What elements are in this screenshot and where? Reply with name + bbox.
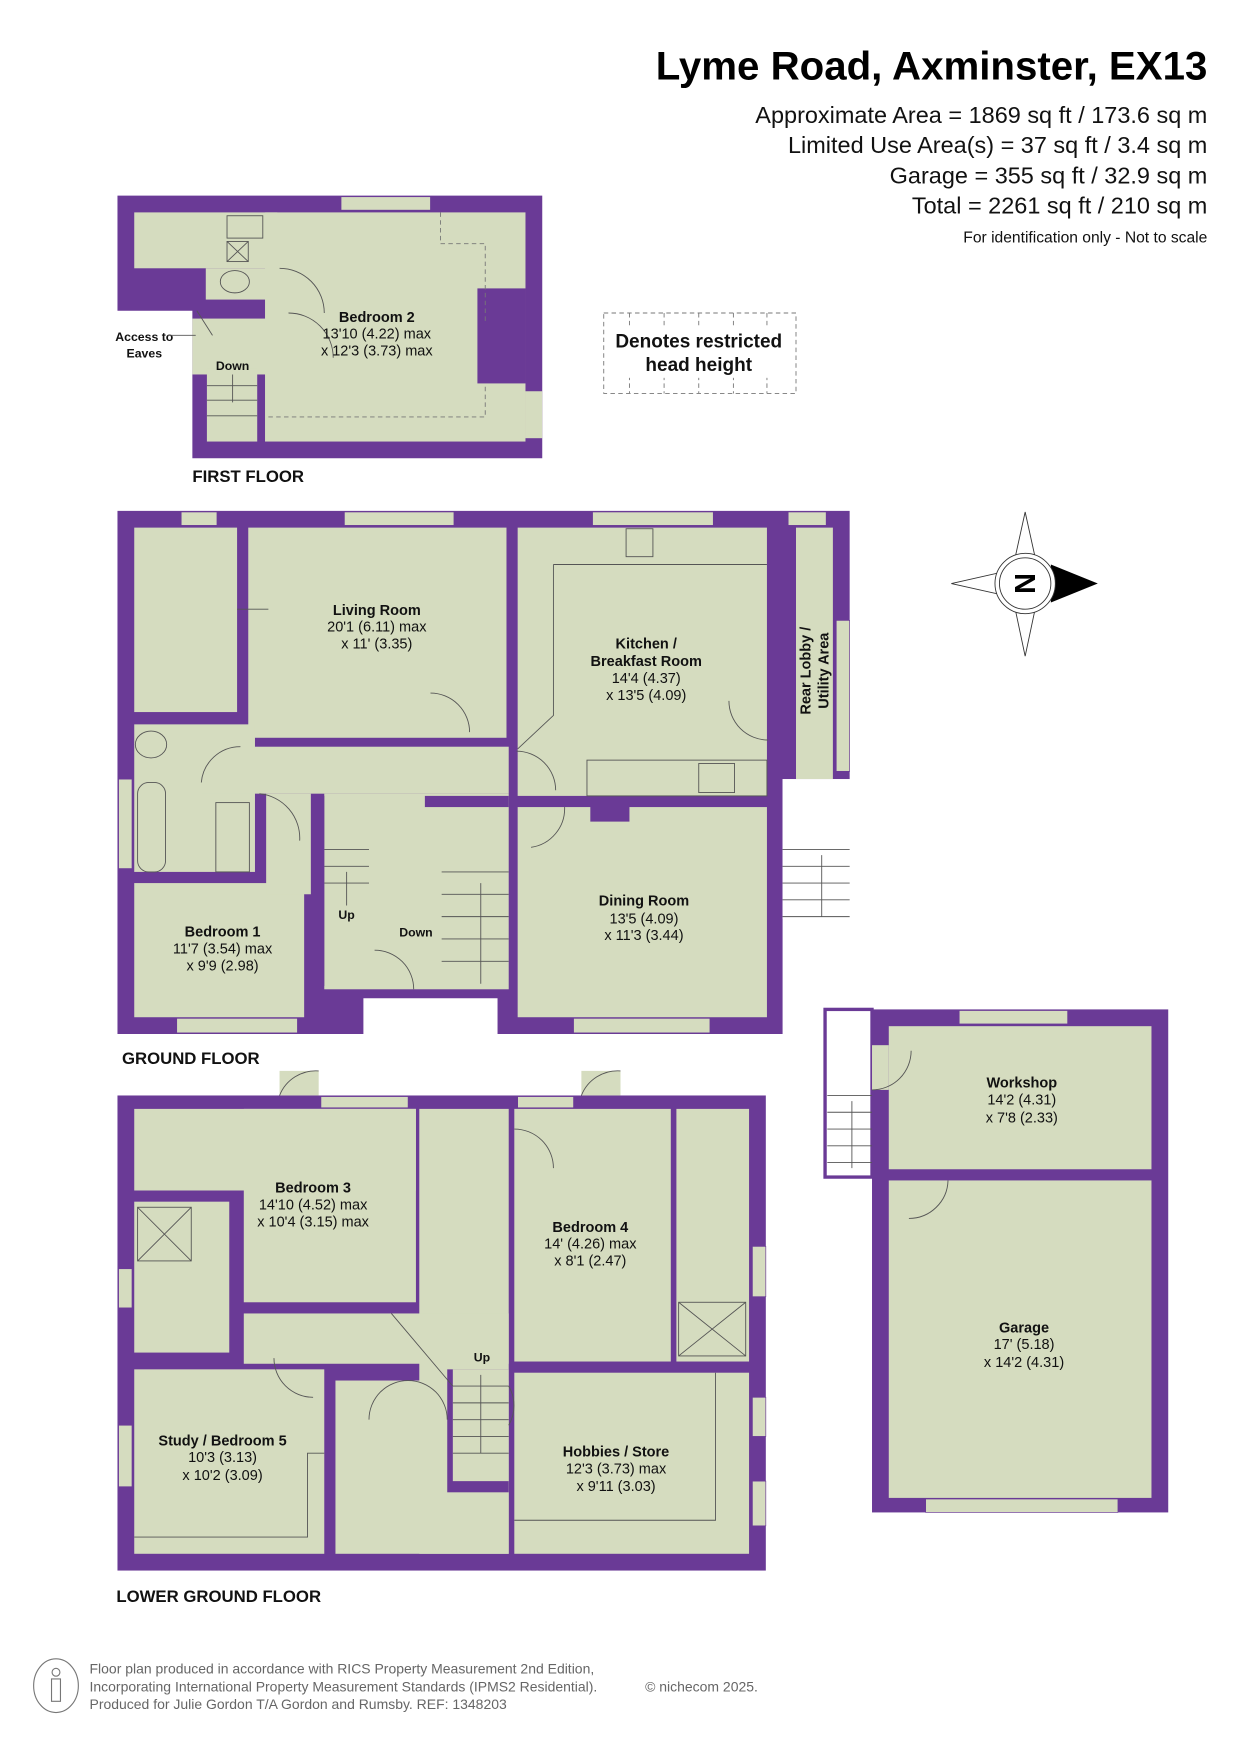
stair-down-label: Down (216, 359, 249, 373)
room-name-living-room: Living Room (333, 603, 421, 619)
total-area: Total = 2261 sq ft / 210 sq m (912, 193, 1207, 219)
room-dim-living-room-b: x 11' (3.35) (341, 636, 412, 652)
limited-use-area: Limited Use Area(s) = 37 sq ft / 3.4 sq … (788, 132, 1207, 158)
footer: Floor plan produced in accordance with R… (33, 1658, 758, 1714)
room-dim-workshop-a: 14'2 (4.31) (987, 1092, 1056, 1108)
stair-down-label: Down (399, 926, 432, 940)
room-name-bedroom-1: Bedroom 1 (185, 925, 261, 941)
footer-line-3: Produced for Julie Gordon T/A Gordon and… (90, 1696, 507, 1712)
room-name-rear-lobby-2: Utility Area (816, 632, 832, 709)
floor-label-first: FIRST FLOOR (192, 467, 304, 486)
floor-label-ground: GROUND FLOOR (122, 1049, 260, 1068)
compass-icon: N (951, 511, 1098, 657)
room-dim-study-b: x 10'2 (3.09) (182, 1468, 262, 1484)
room-dim-garage-b: x 14'2 (4.31) (984, 1355, 1064, 1371)
room-dim-hobbies-b: x 9'11 (3.03) (576, 1479, 655, 1495)
room-name-dining-room: Dining Room (599, 893, 689, 909)
floor-label-lower-ground: LOWER GROUND FLOOR (116, 1587, 321, 1606)
room-dim-study-a: 10'3 (3.13) (188, 1450, 257, 1466)
room-name-garage: Garage (999, 1320, 1049, 1336)
person-icon (33, 1658, 79, 1714)
room-dim-bedroom-3-b: x 10'4 (3.15) max (257, 1214, 369, 1230)
room-name-study: Study / Bedroom 5 (158, 1433, 286, 1449)
room-dim-dining-room-a: 13'5 (4.09) (609, 911, 678, 927)
room-dim-kitchen-a: 14'4 (4.37) (612, 671, 681, 687)
room-name-workshop: Workshop (986, 1076, 1057, 1092)
room-name-rear-lobby-1: Rear Lobby / (799, 627, 815, 715)
footer-line-2: Incorporating International Property Mea… (90, 1678, 598, 1694)
approx-area: Approximate Area = 1869 sq ft / 173.6 sq… (755, 102, 1207, 128)
restricted-height-legend: Denotes restricted head height (603, 312, 797, 394)
room-dim-bedroom-4-a: 14' (4.26) max (544, 1237, 637, 1253)
property-title: Lyme Road, Axminster, EX13 (656, 43, 1208, 88)
scale-note: For identification only - Not to scale (963, 230, 1207, 247)
first-floor: Bedroom 2 13'10 (4.22) max x 12'3 (3.73)… (115, 195, 543, 486)
room-name-kitchen-1: Kitchen / (616, 636, 677, 652)
garage-building: Workshop 14'2 (4.31) x 7'8 (2.33) Garage… (823, 1007, 1169, 1513)
room-dim-living-room-a: 20'1 (6.11) max (327, 620, 427, 636)
legend-text-2: head height (645, 355, 752, 376)
room-dim-bedroom-2-a: 13'10 (4.22) max (323, 327, 432, 343)
room-name-bedroom-4: Bedroom 4 (552, 1220, 628, 1236)
footer-line-1: Floor plan produced in accordance with R… (90, 1660, 595, 1676)
room-name-hobbies: Hobbies / Store (563, 1445, 669, 1461)
room-dim-garage-a: 17' (5.18) (994, 1337, 1055, 1353)
access-eaves-label-2: Eaves (127, 347, 163, 361)
legend-text-1: Denotes restricted (615, 332, 782, 353)
ground-floor: Living Room 20'1 (6.11) max x 11' (3.35)… (117, 510, 850, 1068)
room-dim-bedroom-1-b: x 9'9 (2.98) (186, 958, 258, 974)
stair-up-label: Up (338, 908, 354, 922)
room-name-bedroom-3: Bedroom 3 (275, 1181, 351, 1197)
copyright: © nichecom 2025. (645, 1678, 758, 1694)
room-dim-bedroom-2-b: x 12'3 (3.73) max (321, 343, 433, 359)
room-dim-kitchen-b: x 13'5 (4.09) (606, 688, 686, 704)
stair-up-label: Up (474, 1351, 490, 1365)
compass-north-label: N (1008, 573, 1040, 594)
room-dim-workshop-b: x 7'8 (2.33) (986, 1110, 1058, 1126)
room-dim-bedroom-1-a: 11'7 (3.54) max (173, 942, 273, 958)
access-eaves-label-1: Access to (115, 330, 174, 344)
room-dim-dining-room-b: x 11'3 (3.44) (604, 928, 683, 944)
garage-area: Garage = 355 sq ft / 32.9 sq m (890, 162, 1208, 188)
room-dim-bedroom-4-b: x 8'1 (2.47) (554, 1253, 626, 1269)
lower-ground-floor: Bedroom 3 14'10 (4.52) max x 10'4 (3.15)… (116, 1070, 767, 1606)
room-dim-hobbies-a: 12'3 (3.73) max (566, 1461, 667, 1477)
room-name-kitchen-2: Breakfast Room (591, 654, 702, 670)
room-name-bedroom-2: Bedroom 2 (339, 310, 415, 326)
room-dim-bedroom-3-a: 14'10 (4.52) max (259, 1197, 368, 1213)
